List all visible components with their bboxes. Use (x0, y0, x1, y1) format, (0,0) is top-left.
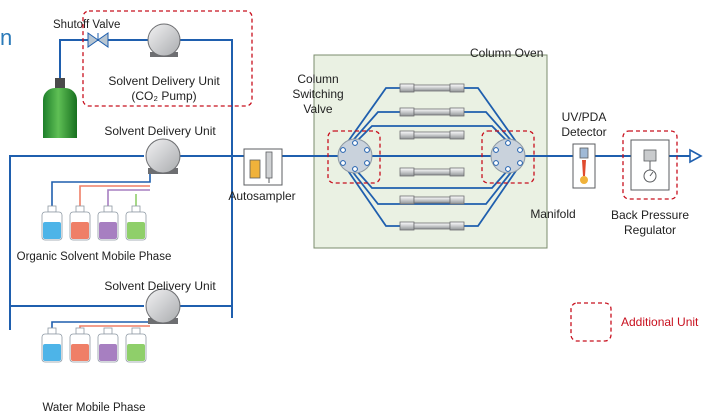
solvent-bottle-icon (41, 205, 63, 241)
solvent-bottle-icon (97, 327, 119, 363)
column-icon (399, 195, 465, 205)
column-icon (399, 130, 465, 140)
column-icon (399, 167, 465, 177)
pipe-main-riser (180, 39, 233, 318)
bpr-label-line1: Back Pressure (611, 208, 689, 222)
switching-valve-label-line2: Switching (292, 87, 343, 101)
pipe-organic-loop (9, 155, 144, 330)
solvent-bottle-icon (125, 327, 147, 363)
organic-tubing (51, 171, 151, 206)
shutoff-valve-label: Shutoff Valve (53, 19, 120, 31)
autosampler-label: Autosampler (228, 189, 295, 203)
legend-additional-unit-label: Additional Unit (621, 315, 699, 329)
pump-icon (145, 138, 181, 174)
switching-valve-label-line3: Valve (303, 102, 332, 116)
columns (399, 83, 465, 231)
detector-label-line2: Detector (561, 125, 606, 139)
water-phase-label: Water Mobile Phase (42, 402, 145, 414)
solvent-bottle-icon (125, 205, 147, 241)
pump-icon (145, 288, 181, 324)
additional-unit-box-bpr (622, 130, 678, 200)
pipe-co2-cylinder (59, 39, 150, 87)
sdu-organic-label: Solvent Delivery Unit (104, 124, 216, 138)
sdu-co2-label-line1: Solvent Delivery Unit (108, 74, 220, 88)
outlet-arrow-icon (689, 148, 703, 164)
bpr-label-line2: Regulator (624, 223, 676, 237)
autosampler-icon (243, 148, 283, 186)
switching-valve-label-line1: Column (297, 72, 338, 86)
valve-icon (87, 32, 109, 48)
column-oven-label: Column Oven (470, 46, 543, 60)
solvent-bottle-icon (41, 327, 63, 363)
sdu-water-label: Solvent Delivery Unit (104, 279, 216, 293)
solvent-bottle-icon (97, 205, 119, 241)
column-icon (399, 221, 465, 231)
water-bottles (41, 327, 147, 363)
manifold-icon (490, 138, 526, 174)
switching-valve-icon (337, 138, 373, 174)
manifold-label: Manifold (530, 207, 575, 221)
title-fragment: n (0, 25, 12, 50)
pump-icon (147, 23, 181, 57)
additional-unit-box-co2 (82, 10, 253, 107)
additional-unit-boxes (82, 10, 678, 342)
co2-cylinder-icon (43, 78, 77, 138)
piping (9, 39, 690, 330)
solvent-bottle-icon (69, 327, 91, 363)
back-pressure-regulator-icon (630, 139, 670, 191)
column-icon (399, 83, 465, 93)
solvent-bottle-icon (69, 205, 91, 241)
sdu-co2-label-line2: (CO₂ Pump) (131, 89, 196, 103)
organic-phase-label: Organic Solvent Mobile Phase (17, 251, 172, 263)
detector-icon (572, 143, 596, 189)
legend-dashed-box (570, 302, 612, 342)
detector-label-line1: UV/PDA (562, 110, 607, 124)
column-icon (399, 107, 465, 117)
organic-bottles (41, 205, 147, 241)
